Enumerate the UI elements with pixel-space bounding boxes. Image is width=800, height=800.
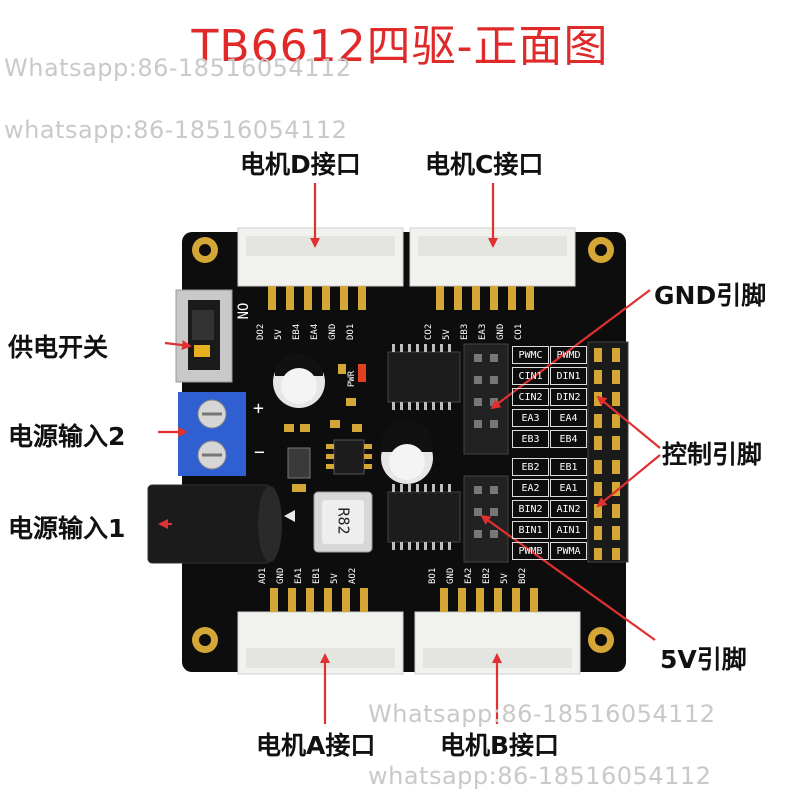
silk-pin-label: GND — [328, 323, 338, 340]
watermark: Whatsapp:86-18516054112 — [4, 54, 352, 82]
label-motor-d: 电机D接口 — [240, 150, 361, 179]
silk-pwr: PWR — [347, 370, 358, 388]
arrow-switch — [164, 340, 192, 351]
pin-label: EB3 — [512, 430, 549, 448]
label-control-pins: 控制引脚 — [662, 440, 763, 469]
silk-pin-label: EB3 — [460, 323, 470, 340]
pin-label: EA4 — [550, 409, 587, 427]
pin-label: CIN2 — [512, 388, 549, 406]
silk-on: ON — [233, 302, 250, 320]
capacitor-center — [381, 420, 433, 484]
label-gnd-pins: GND引脚 — [654, 281, 767, 310]
pin-label: PWMB — [512, 542, 549, 560]
ic-lower — [387, 484, 461, 550]
silk-pin-label: AO2 — [348, 567, 358, 584]
regulator-chip — [326, 439, 372, 475]
power-led — [358, 364, 366, 382]
pin-label: PWMC — [512, 346, 549, 364]
pin-label: EA3 — [512, 409, 549, 427]
connector-motor-d — [237, 227, 404, 310]
pin-label: BIN1 — [512, 521, 549, 539]
label-motor-a: 电机A接口 — [256, 731, 376, 760]
watermark: whatsapp:86-18516054112 — [368, 762, 712, 790]
silk-pin-label: 5V — [442, 329, 452, 340]
silk-minus: − — [254, 442, 265, 463]
label-power-input-1: 电源输入1 — [8, 514, 126, 543]
silk-pin-label: AO1 — [258, 567, 268, 584]
watermark: Whatsapp:86-18516054112 — [368, 700, 716, 728]
silk-pin-label: EB1 — [312, 567, 322, 584]
label-power-switch: 供电开关 — [8, 333, 109, 362]
arrow-5v — [480, 514, 656, 641]
silk-pin-label: GND — [446, 567, 456, 584]
silk-pin-label: CO2 — [424, 323, 434, 340]
silk-pin-label: 5V — [274, 329, 284, 340]
watermark: whatsapp:86-18516054112 — [4, 116, 348, 144]
silk-pin-label: DO1 — [346, 323, 356, 340]
silk-pin-label: BO1 — [428, 567, 438, 584]
silk-pin-label: CO1 — [514, 323, 524, 340]
silk-plus: + — [253, 398, 264, 419]
control-header-pins — [587, 341, 629, 563]
silk-pin-label: EA1 — [294, 567, 304, 584]
capacitor-left — [273, 354, 325, 408]
inductor-label: R82 — [334, 507, 353, 535]
silk-pin-label: GND — [276, 567, 286, 584]
label-power-input-2: 电源输入2 — [8, 422, 126, 451]
silk-pin-label: EA3 — [478, 323, 488, 340]
silk-pin-label: 5V — [330, 573, 340, 584]
connector-motor-a — [237, 588, 404, 675]
silk-pin-label: EB4 — [292, 323, 302, 340]
label-5v-pins: 5V引脚 — [660, 645, 747, 674]
pin-label: AIN2 — [550, 500, 587, 518]
silk-pin-label: EB2 — [482, 567, 492, 584]
pin-label: PWMA — [550, 542, 587, 560]
screw-terminal — [178, 392, 246, 476]
silk-pin-label: EA4 — [310, 323, 320, 340]
label-motor-b: 电机B接口 — [440, 731, 560, 760]
arrow-control-down — [596, 454, 661, 508]
arrow-control-up — [596, 395, 661, 449]
pin-label: DIN1 — [550, 367, 587, 385]
pin-label: EA1 — [550, 479, 587, 497]
silk-pin-label: BO2 — [518, 567, 528, 584]
pin-label: EB2 — [512, 458, 549, 476]
ic-upper — [387, 344, 461, 410]
label-motor-c: 电机C接口 — [425, 150, 544, 179]
pin-label: EB1 — [550, 458, 587, 476]
pin-label: EA2 — [512, 479, 549, 497]
smd-parts — [284, 364, 362, 492]
silk-pin-label: DO2 — [256, 323, 266, 340]
silk-pin-label: 5V — [500, 573, 510, 584]
page-title: TB6612四驱-正面图 — [191, 21, 609, 72]
pin-label: PWMD — [550, 346, 587, 364]
power-switch — [175, 289, 233, 383]
pin-label: EB4 — [550, 430, 587, 448]
pin-label: DIN2 — [550, 388, 587, 406]
diode — [287, 447, 311, 479]
silk-pin-label: GND — [496, 323, 506, 340]
pin-label: BIN2 — [512, 500, 549, 518]
dc-jack — [147, 484, 295, 564]
pin-label: AIN1 — [550, 521, 587, 539]
silk-pin-label: EA2 — [464, 567, 474, 584]
pin-label: CIN1 — [512, 367, 549, 385]
